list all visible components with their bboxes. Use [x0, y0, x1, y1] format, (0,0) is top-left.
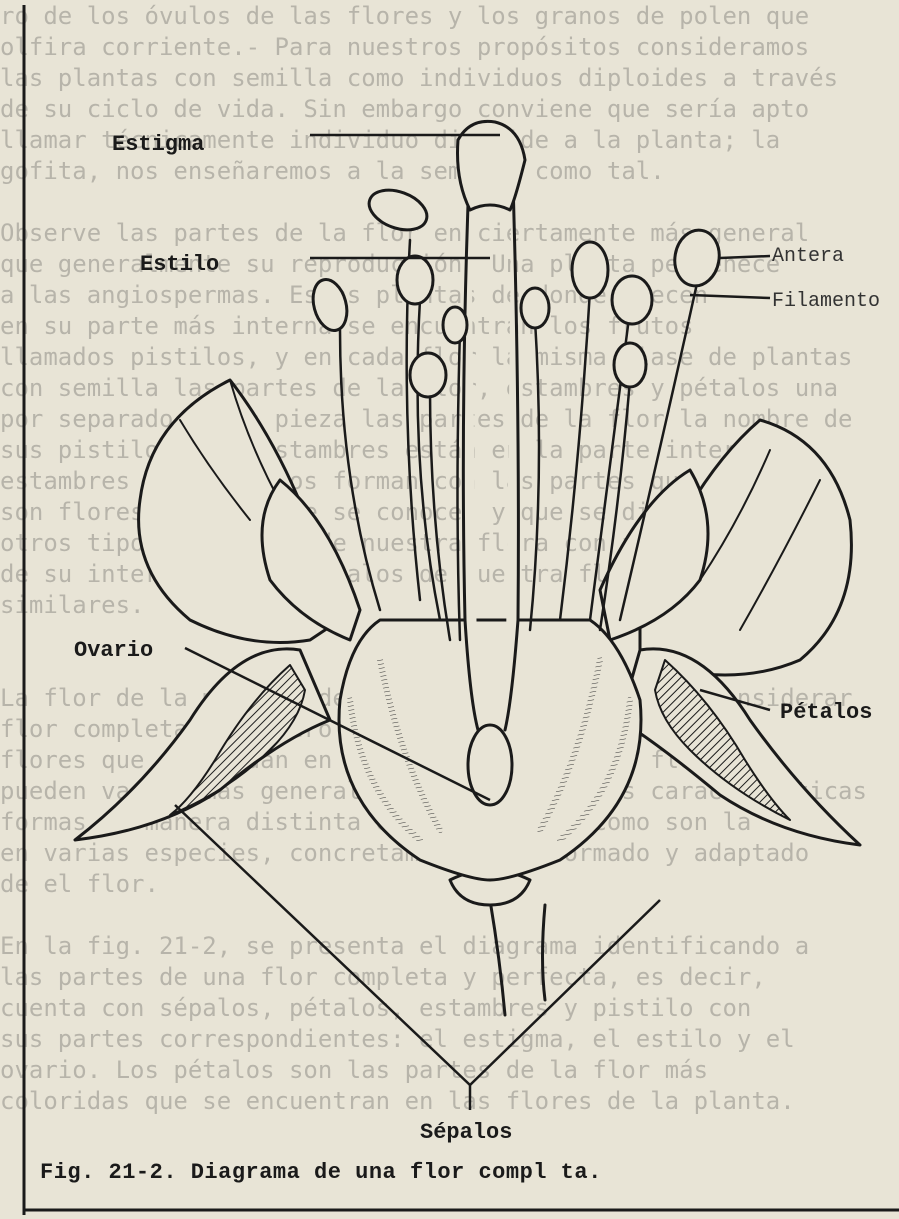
- label-filamento: Filamento: [772, 290, 880, 313]
- sepal-right: [620, 649, 860, 845]
- label-petalos: Pétalos: [780, 700, 872, 725]
- label-estigma: Estigma: [112, 132, 204, 157]
- label-estilo: Estilo: [140, 252, 219, 277]
- label-antera: Antera: [772, 245, 844, 268]
- label-sepalos: Sépalos: [420, 1120, 512, 1145]
- label-ovario: Ovario: [74, 638, 153, 663]
- figure-caption: Fig. 21-2. Diagrama de una flor compl ta…: [40, 1160, 602, 1185]
- stem: [490, 900, 545, 1015]
